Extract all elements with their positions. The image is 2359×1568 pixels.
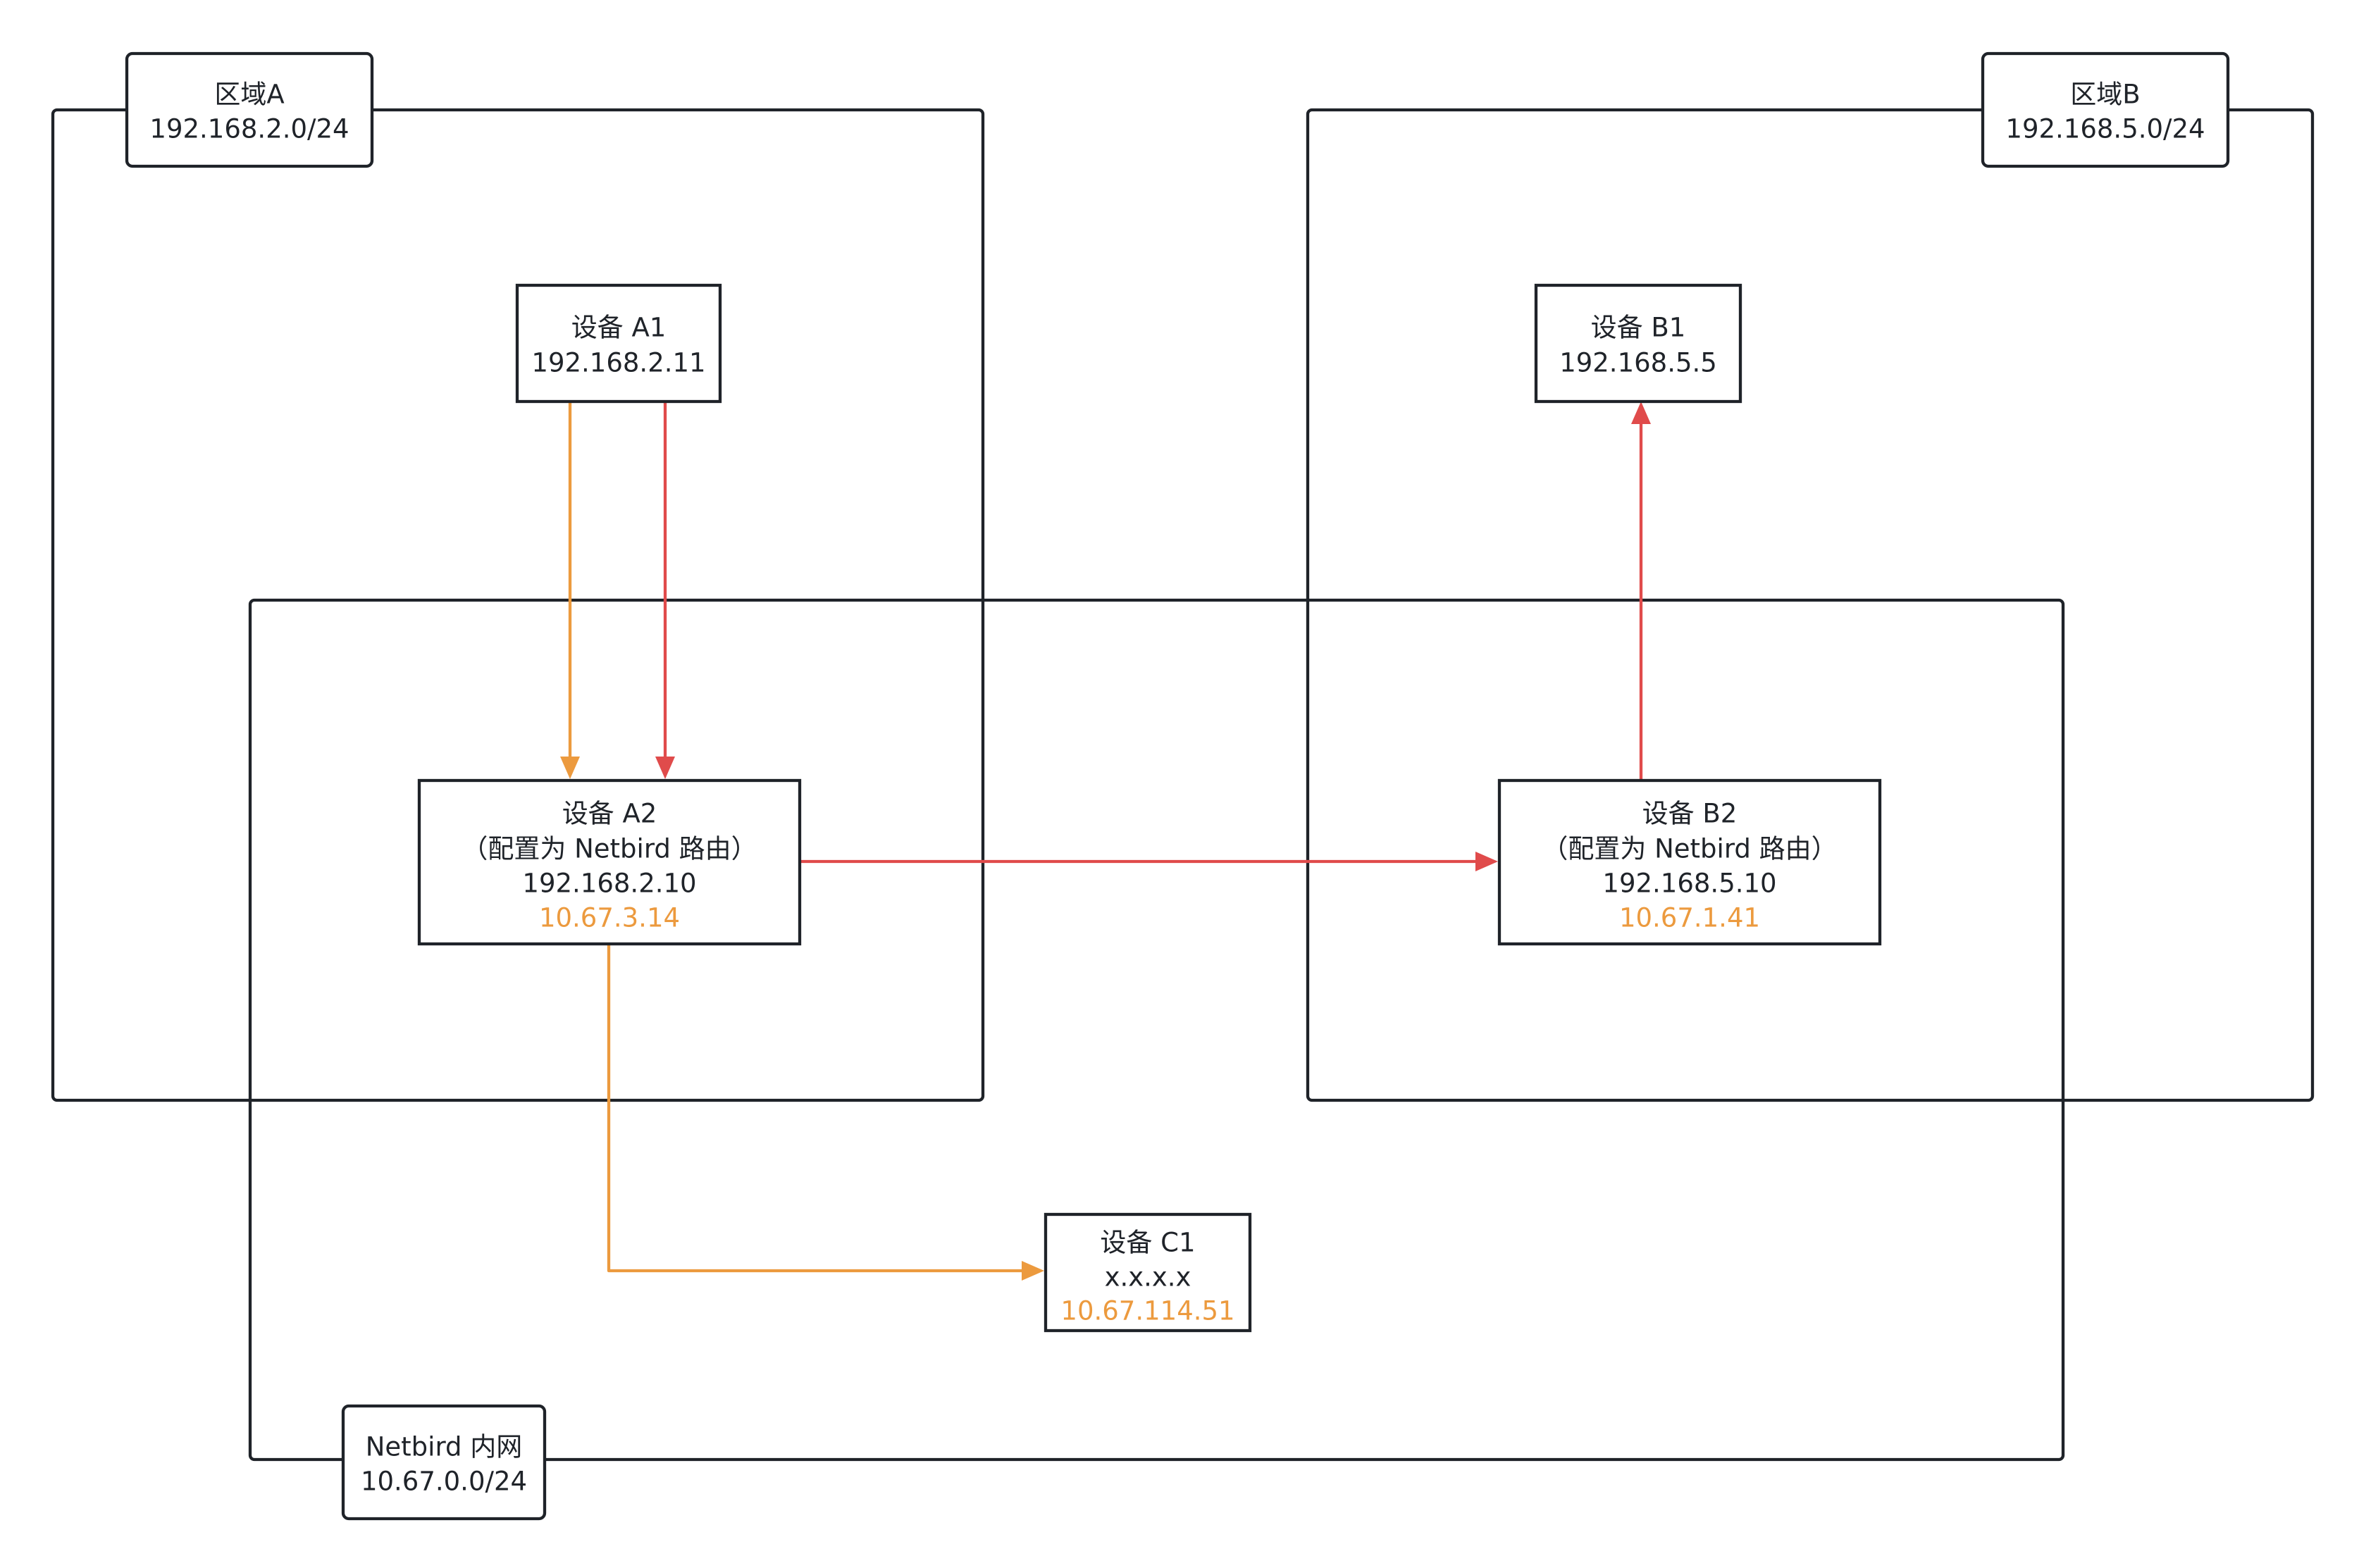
arrowhead-b1-red xyxy=(1631,402,1651,424)
netbird-zone-label: Netbird 内网 10.67.0.0/24 xyxy=(341,1404,547,1521)
device-c1-ip: x.x.x.x xyxy=(1105,1262,1191,1293)
device-a1-ip: 192.168.2.11 xyxy=(531,348,705,378)
device-a1-name: 设备 A1 xyxy=(571,313,667,343)
edge-a2-c1-orange xyxy=(607,944,1022,1273)
device-c1-box xyxy=(1044,1212,1252,1333)
arrowhead-a2-red xyxy=(655,757,675,779)
device-b1-ip: 192.168.5.5 xyxy=(1559,348,1717,378)
device-a2-role: （配置为 Netbird 路由） xyxy=(462,834,757,864)
device-b1-box xyxy=(1534,283,1742,404)
zone-b-frame xyxy=(1306,108,2315,1102)
device-a2: 设备 A2 （配置为 Netbird 路由） 192.168.2.10 10.6… xyxy=(417,778,802,946)
device-b2-role: （配置为 Netbird 路由） xyxy=(1542,834,1837,864)
zone-b-name: 区域B xyxy=(2070,80,2140,110)
device-b2-netbird-ip: 10.67.1.41 xyxy=(1619,903,1760,933)
device-b1: 设备 B1 192.168.5.5 xyxy=(1534,283,1742,404)
zone-a-name: 区域A xyxy=(214,80,284,110)
device-c1-name: 设备 C1 xyxy=(1100,1228,1195,1258)
netbird-zone-name: Netbird 内网 xyxy=(366,1432,523,1462)
netbird-zone-frame xyxy=(248,598,2065,1462)
zone-b-label-box xyxy=(1981,51,2230,168)
arrowhead-b2-red xyxy=(1475,852,1498,871)
netbird-zone-subnet: 10.67.0.0/24 xyxy=(361,1467,527,1497)
arrowhead-c1-orange xyxy=(1022,1261,1044,1281)
device-b2: 设备 B2 （配置为 Netbird 路由） 192.168.5.10 10.6… xyxy=(1497,778,1882,946)
device-b1-name: 设备 B1 xyxy=(1591,313,1686,343)
device-a2-ip: 192.168.2.10 xyxy=(522,869,696,899)
zone-b-subnet: 192.168.5.0/24 xyxy=(2005,114,2205,144)
device-c1: 设备 C1 x.x.x.x 10.67.114.51 xyxy=(1044,1212,1252,1333)
device-b2-ip: 192.168.5.10 xyxy=(1602,869,1776,899)
device-a1: 设备 A1 192.168.2.11 xyxy=(515,283,722,404)
zone-b-label: 区域B 192.168.5.0/24 xyxy=(1981,51,2230,168)
arrowhead-a2-orange xyxy=(560,757,580,779)
zone-a-label-box xyxy=(125,51,374,168)
device-a2-netbird-ip: 10.67.3.14 xyxy=(539,903,680,933)
device-a1-box xyxy=(515,283,722,404)
device-b2-box xyxy=(1497,778,1882,946)
device-c1-netbird-ip: 10.67.114.51 xyxy=(1060,1296,1234,1326)
netbird-zone-label-box xyxy=(341,1404,547,1521)
device-a2-name: 设备 A2 xyxy=(562,799,657,829)
zone-a-label: 区域A 192.168.2.0/24 xyxy=(125,51,374,168)
zone-a-subnet: 192.168.2.0/24 xyxy=(149,114,349,144)
zone-a-frame xyxy=(51,108,985,1102)
device-b2-name: 设备 B2 xyxy=(1642,799,1738,829)
device-a2-box xyxy=(417,778,802,946)
